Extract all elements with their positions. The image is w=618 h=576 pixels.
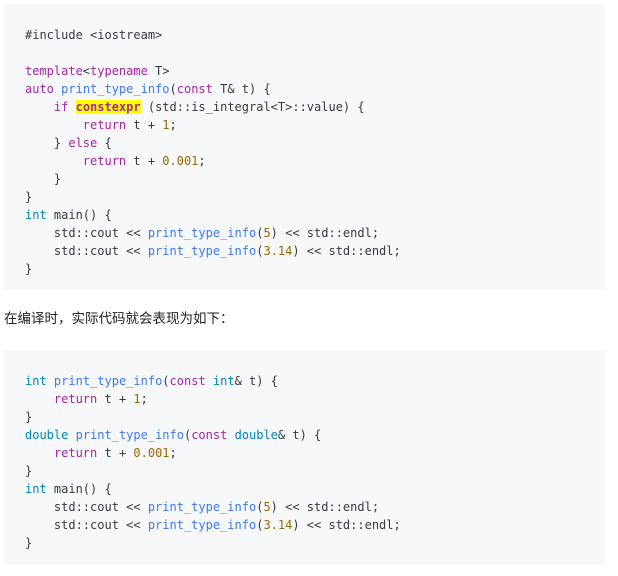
code-line: int print_type_info(const int& t) {	[25, 374, 278, 388]
code-line: }	[25, 410, 33, 424]
code-line: } else {	[53, 136, 112, 150]
code-line: template<typename T>	[25, 62, 605, 80]
code-line: std::cout << print_type_info(5) << std::…	[53, 226, 380, 240]
type-int: int	[25, 374, 47, 388]
type-int: int	[25, 208, 47, 222]
type-int: int	[25, 482, 47, 496]
explanation-text: 在编译时，实际代码就会表现为如下：	[4, 311, 234, 327]
code-line: auto print_type_info(const T& t) {	[25, 82, 271, 96]
code-line: return t + 0.001;	[53, 446, 177, 460]
keyword-else: else	[68, 136, 98, 150]
keyword-return: return	[82, 154, 127, 168]
keyword-return: return	[53, 392, 98, 406]
code-line-blank	[25, 44, 605, 62]
type-double: double	[234, 428, 278, 442]
number-literal: 3.14	[263, 244, 293, 258]
function-call: print_type_info	[147, 518, 257, 532]
number-literal: 5	[263, 500, 271, 514]
keyword-const: const	[176, 82, 213, 96]
keyword-const: const	[191, 428, 228, 442]
keyword-auto: auto	[25, 82, 54, 96]
angle-open: <	[82, 64, 91, 78]
code-line: }	[25, 262, 33, 276]
code-line: int main() {	[25, 206, 605, 224]
code-block-template: #include <iostream> template<typename T>…	[4, 4, 605, 290]
function-call: print_type_info	[147, 244, 257, 258]
main-signature: main() {	[46, 482, 112, 496]
code-line: return t + 1;	[53, 392, 148, 406]
code-line: double print_type_info(const double& t) …	[25, 428, 322, 442]
number-literal: 5	[263, 226, 271, 240]
function-call: print_type_info	[147, 226, 257, 240]
param-list: T& t) {	[212, 82, 271, 96]
number-literal: 0.001	[162, 154, 199, 168]
number-literal: 3.14	[263, 518, 293, 532]
code-line: }	[25, 464, 33, 478]
type-int: int	[212, 374, 235, 388]
template-param: T>	[147, 64, 170, 78]
code-line: std::cout << print_type_info(5) << std::…	[53, 500, 380, 514]
code-line: }	[25, 190, 33, 204]
keyword-if: if	[53, 100, 69, 114]
highlighted-constexpr: constexpr	[75, 100, 141, 114]
function-name: print_type_info	[75, 428, 184, 442]
code-line: std::cout << print_type_info(3.14) << st…	[53, 518, 401, 532]
include-directive: #include <iostream>	[25, 28, 163, 42]
code-line: return t + 1;	[82, 118, 177, 132]
code-line: return t + 0.001;	[82, 154, 206, 168]
number-literal: 1	[133, 392, 141, 406]
code-line: if constexpr (std::is_integral<T>::value…	[25, 98, 605, 116]
code-line: #include <iostream>	[25, 26, 605, 44]
code-line: std::cout << print_type_info(3.14) << st…	[53, 244, 401, 258]
condition: (std::is_integral<T>::value) {	[140, 100, 365, 114]
code-line: int main() {	[25, 480, 605, 498]
keyword-const: const	[169, 374, 206, 388]
code-line: }	[53, 172, 62, 186]
function-name: print_type_info	[61, 82, 170, 96]
keyword-typename: typename	[90, 64, 148, 78]
main-signature: main() {	[46, 208, 112, 222]
code-block-expanded: int print_type_info(const int& t) { retu…	[4, 350, 605, 565]
keyword-return: return	[53, 446, 98, 460]
function-call: print_type_info	[147, 500, 257, 514]
number-literal: 1	[162, 118, 170, 132]
code-line: }	[25, 536, 33, 550]
keyword-template: template	[25, 64, 83, 78]
number-literal: 0.001	[133, 446, 170, 460]
keyword-return: return	[82, 118, 127, 132]
type-double: double	[25, 428, 69, 442]
function-name: print_type_info	[53, 374, 163, 388]
